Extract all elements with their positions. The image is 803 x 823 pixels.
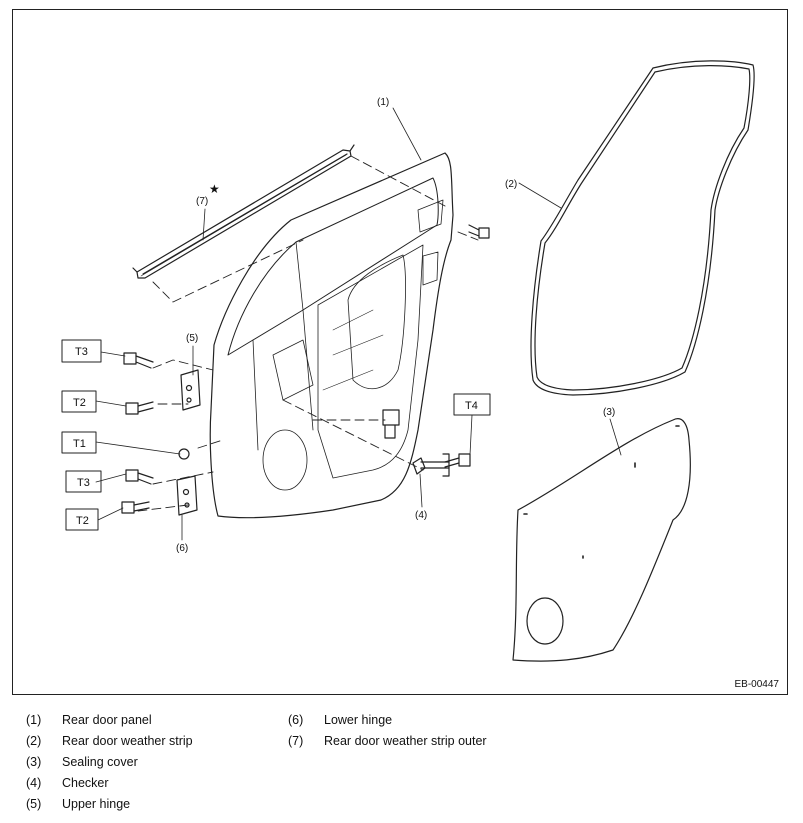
exploded-diagram: T3 T2 T1 T3 T2 T4 (1) (2) (3) (4) (5) (6…: [61, 60, 755, 662]
callout-3: (3): [603, 407, 615, 418]
legend-num: (4): [26, 776, 42, 790]
plug-bump: [382, 409, 400, 439]
callout-4: (4): [415, 510, 427, 521]
bolt-t3-lower: [125, 469, 154, 485]
reference-code: EB-00447: [734, 679, 779, 690]
bolt-right: [468, 224, 490, 239]
diagram-frame: T3 T2 T1 T3 T2 T4 (1) (2) (3) (4) (5) (6…: [12, 9, 788, 695]
torque-boxes: [61, 339, 491, 531]
torque-label-t2-upper: T2: [73, 397, 86, 409]
torque-label-t2-lower: T2: [76, 515, 89, 527]
nut-t1: [178, 448, 190, 460]
legend-label: Rear door weather strip: [62, 734, 193, 748]
star-icon: ★: [209, 182, 220, 196]
callout-1: (1): [377, 97, 389, 108]
legend-label: Upper hinge: [62, 797, 131, 811]
legend-label: Checker: [62, 776, 109, 790]
bolt-t2-lower: [121, 501, 150, 514]
legend-label: Rear door panel: [62, 713, 152, 727]
torque-label-t1: T1: [73, 438, 86, 450]
checker-part: [412, 453, 450, 477]
explode-lines: [137, 155, 479, 512]
legend-label: Rear door weather strip outer: [324, 734, 487, 748]
bolt-t4: [444, 453, 471, 468]
legend-num: (7): [288, 734, 304, 748]
weather-strip-outer-part: [132, 144, 355, 279]
torque-label-t3-lower: T3: [77, 477, 90, 489]
lower-hinge-part: [176, 475, 198, 516]
bolt-t3-upper: [123, 352, 154, 369]
upper-hinge-part: [180, 369, 201, 411]
torque-label-t4: T4: [465, 400, 478, 412]
legend-num: (5): [26, 797, 42, 811]
bolt-t2-upper: [125, 401, 154, 415]
leader-lines: [95, 107, 622, 541]
weather-strip-part: [530, 60, 755, 396]
sealing-cover-part: [512, 418, 691, 662]
callout-5: (5): [186, 333, 198, 344]
legend-num: (2): [26, 734, 42, 748]
legend-label: Sealing cover: [62, 755, 138, 769]
rear-door-panel-part: [209, 152, 454, 519]
callout-6: (6): [176, 543, 188, 554]
legend: (1) Rear door panel (2) Rear door weathe…: [0, 713, 803, 823]
bolts: [121, 224, 490, 514]
legend-num: (3): [26, 755, 42, 769]
callout-2: (2): [505, 179, 517, 190]
legend-num: (6): [288, 713, 304, 727]
callout-7: (7): [196, 196, 208, 207]
torque-label-t3-upper: T3: [75, 346, 88, 358]
legend-num: (1): [26, 713, 42, 727]
legend-label: Lower hinge: [324, 713, 393, 727]
